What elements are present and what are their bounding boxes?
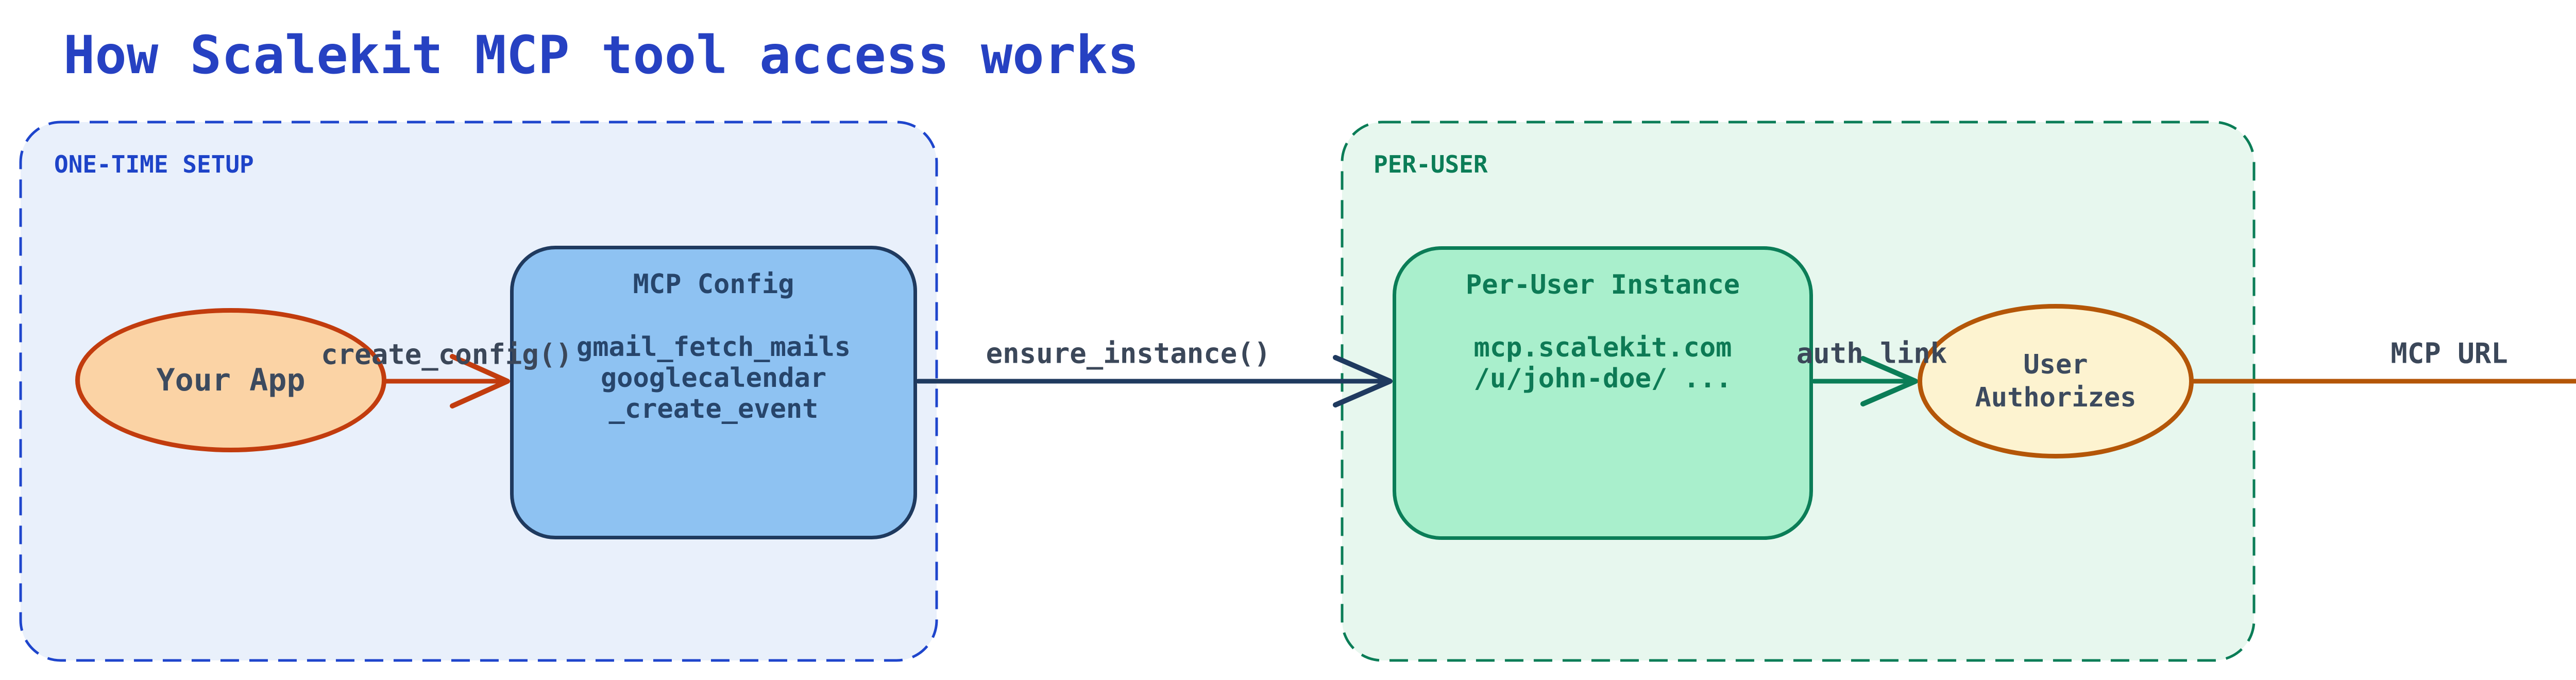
page-title: How Scalekit MCP tool access works <box>63 25 1139 86</box>
edge-label-create-config: create_config() <box>321 338 572 371</box>
node-mcp-config: MCP Config gmail_fetch_mails googlecalen… <box>510 246 917 539</box>
node-your-app-label: Your App <box>156 362 306 398</box>
node-mcp-config-line: _create_event <box>608 394 819 424</box>
node-per-user-instance: Per-User Instance mcp.scalekit.com /u/jo… <box>1393 246 1813 540</box>
edge-label-auth-link: auth link <box>1796 337 1947 370</box>
node-mcp-config-title: MCP Config <box>633 269 794 300</box>
edge-label-mcp-url: MCP URL <box>2391 337 2508 370</box>
node-per-user-instance-title: Per-User Instance <box>1465 269 1740 300</box>
group-label-one-time-setup: ONE-TIME SETUP <box>54 150 254 178</box>
arrow-ensure-instance <box>916 355 1393 407</box>
node-per-user-instance-line: /u/john-doe/ ... <box>1473 363 1732 394</box>
node-user-authorizes-line: Authorizes <box>1975 382 2137 413</box>
node-user-authorizes-line: User <box>2023 349 2088 380</box>
arrow-create-config <box>383 354 510 409</box>
node-mcp-config-line: googlecalendar <box>600 363 827 394</box>
arrow-auth-link <box>1811 356 1918 406</box>
arrow-mcp-url <box>2191 379 2576 384</box>
node-user-authorizes: User Authorizes <box>1918 304 2194 458</box>
node-per-user-instance-line: mcp.scalekit.com <box>1473 332 1732 363</box>
node-your-app: Your App <box>75 308 386 452</box>
node-mcp-config-body: gmail_fetch_mails googlecalendar _create… <box>514 332 913 424</box>
node-mcp-config-line: gmail_fetch_mails <box>576 332 851 363</box>
group-label-per-user: PER-USER <box>1374 150 1488 178</box>
node-per-user-instance-body: mcp.scalekit.com /u/john-doe/ ... <box>1396 332 1809 394</box>
edge-label-ensure-instance: ensure_instance() <box>986 337 1271 370</box>
